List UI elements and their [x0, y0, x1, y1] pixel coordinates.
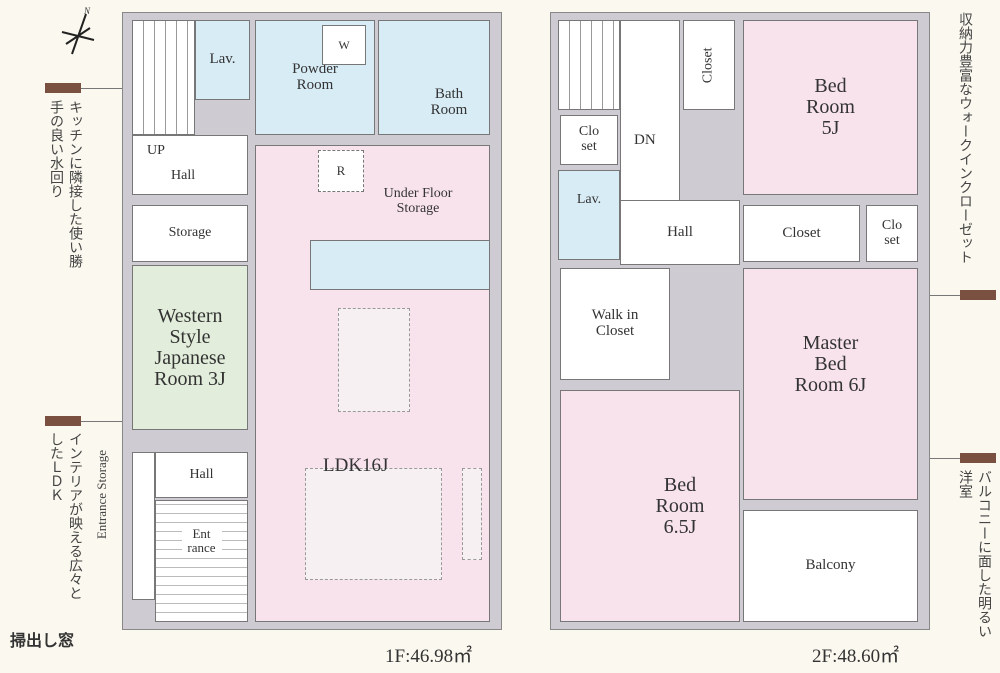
dn-label: DN — [634, 132, 656, 148]
compass-star-icon — [61, 13, 95, 55]
floor-2-area: 2F:48.60㎡ — [812, 646, 900, 667]
tv-board — [462, 468, 482, 560]
annotation-right-top: 収納力豊富なウォークインクローゼット — [957, 12, 973, 264]
dining-table — [338, 308, 410, 412]
stairs — [132, 20, 195, 135]
kitchen-counter — [310, 240, 490, 290]
annotation-left-bottom: インテリアが映える広々としたＬＤＫ — [48, 432, 83, 600]
annotation-right-bottom: バルコニーに面した明るい洋室 — [957, 470, 992, 638]
hall-1f: UP Hall — [132, 135, 248, 195]
compass: N — [58, 6, 98, 60]
room-powder: Powder Room W — [255, 20, 375, 135]
closet-small: Clo set — [560, 115, 618, 165]
room-master-bed: Master Bed Room 6J — [743, 268, 918, 500]
room-bath: Bath Room — [378, 20, 490, 135]
hall-entrance: Hall — [155, 452, 248, 498]
closet-top: Closet — [683, 20, 735, 110]
entrance-storage — [132, 452, 155, 600]
annotation-marker — [45, 83, 81, 93]
annotation-marker — [960, 290, 996, 300]
annotation-marker — [45, 416, 81, 426]
room-bed-6-5j: Bed Room 6.5J — [560, 390, 740, 622]
room-japanese: Western Style Japanese Room 3J — [132, 265, 248, 430]
stairs-2f — [558, 20, 620, 110]
annotation-marker — [960, 453, 996, 463]
under-floor-storage: Under Floor Storage — [383, 186, 453, 216]
room-lav-2f: Lav. — [558, 170, 620, 260]
refrigerator-space: R — [318, 150, 364, 192]
closet-small-2: Clo set — [866, 205, 918, 262]
entrance: Ent rance — [155, 500, 248, 622]
annotation-left-top: キッチンに隣接した使い勝手の良い水回り — [48, 100, 83, 268]
sofa — [305, 468, 442, 580]
window-note: 掃出し窓 — [10, 631, 75, 650]
walk-in-closet: Walk in Closet — [560, 268, 670, 380]
balcony: Balcony — [743, 510, 918, 622]
hall-2f: Hall — [620, 200, 740, 265]
entrance-storage-label: Entrance Storage — [94, 450, 109, 540]
closet-2f: Closet — [743, 205, 860, 262]
floor-1-area: 1F:46.98㎡ — [385, 646, 473, 667]
room-lav: Lav. — [195, 20, 250, 100]
room-storage: Storage — [132, 205, 248, 262]
washer-space: W — [322, 25, 366, 65]
ldk-label: LDK16J — [323, 455, 389, 476]
room-bed-5j: Bed Room 5J — [743, 20, 918, 195]
north-label: N — [84, 6, 91, 16]
